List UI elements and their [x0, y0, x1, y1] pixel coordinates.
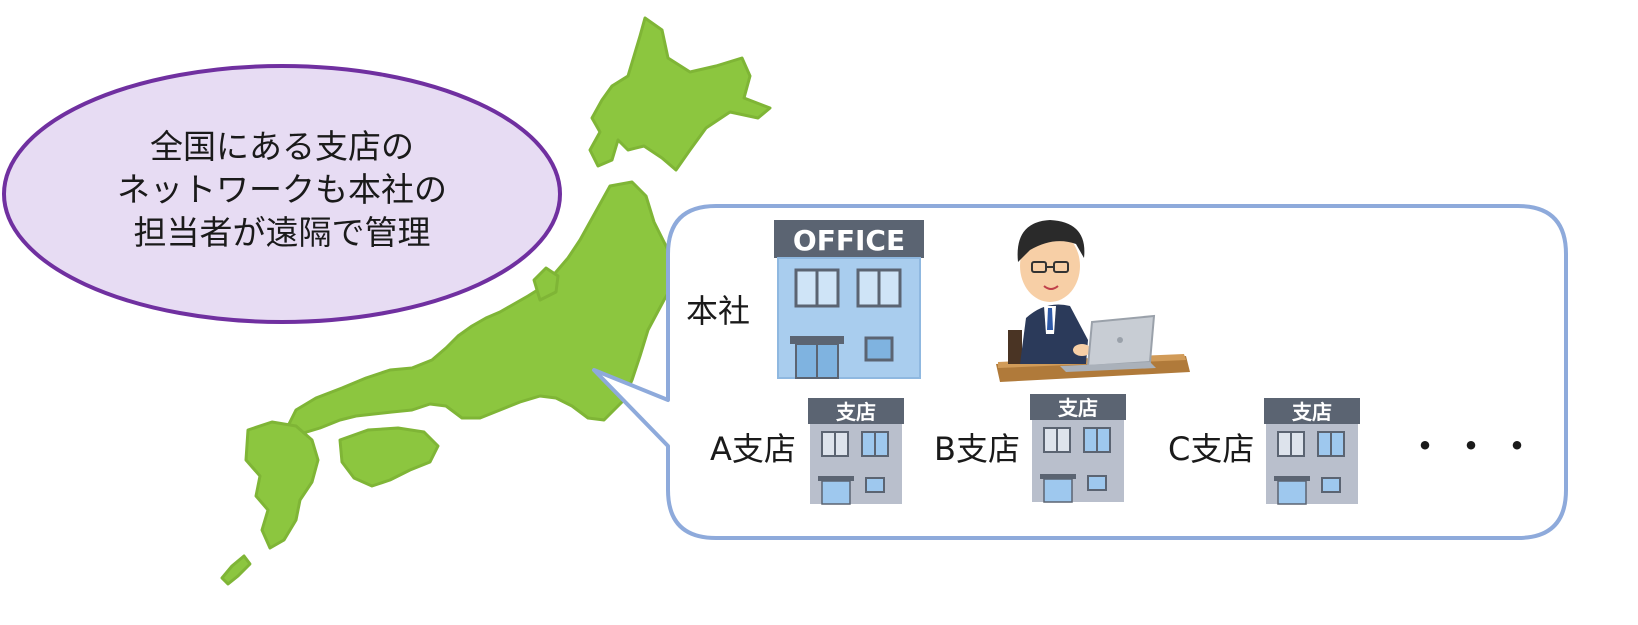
- branch-b-sign-text: 支店: [1058, 396, 1098, 420]
- branch-a-building-icon: 支店: [808, 398, 904, 505]
- branch-b-building-icon: 支店: [1030, 394, 1126, 503]
- hq-label: 本社: [686, 292, 750, 330]
- bubble-line-1: 全国にある支店の: [150, 127, 414, 166]
- bubble-line-3: 担当者が遠隔で管理: [134, 213, 431, 252]
- person-at-laptop-icon: [996, 220, 1190, 382]
- bubble-line-2: ネットワークも本社の: [117, 170, 447, 209]
- office-sign-text: OFFICE: [793, 224, 905, 257]
- map-kyushu: [244, 420, 320, 550]
- branch-c-sign-text: 支店: [1292, 400, 1332, 424]
- map-island: [220, 554, 252, 586]
- branch-c-label: C支店: [1168, 430, 1254, 468]
- office-building-icon: OFFICE: [774, 220, 924, 379]
- japan-map: [220, 16, 772, 586]
- ellipsis-text: ・・・: [1405, 424, 1543, 470]
- map-shikoku: [338, 426, 440, 488]
- map-honshu: [286, 180, 678, 436]
- branch-a-label: A支店: [710, 430, 796, 468]
- map-hokkaido: [588, 16, 772, 172]
- map-noto: [532, 266, 560, 302]
- branch-a-sign-text: 支店: [836, 400, 876, 424]
- branch-b-label: B支店: [934, 430, 1020, 468]
- branch-c-building-icon: 支店: [1264, 398, 1360, 505]
- speech-bubble: 全国にある支店の ネットワークも本社の 担当者が遠隔で管理: [2, 64, 562, 324]
